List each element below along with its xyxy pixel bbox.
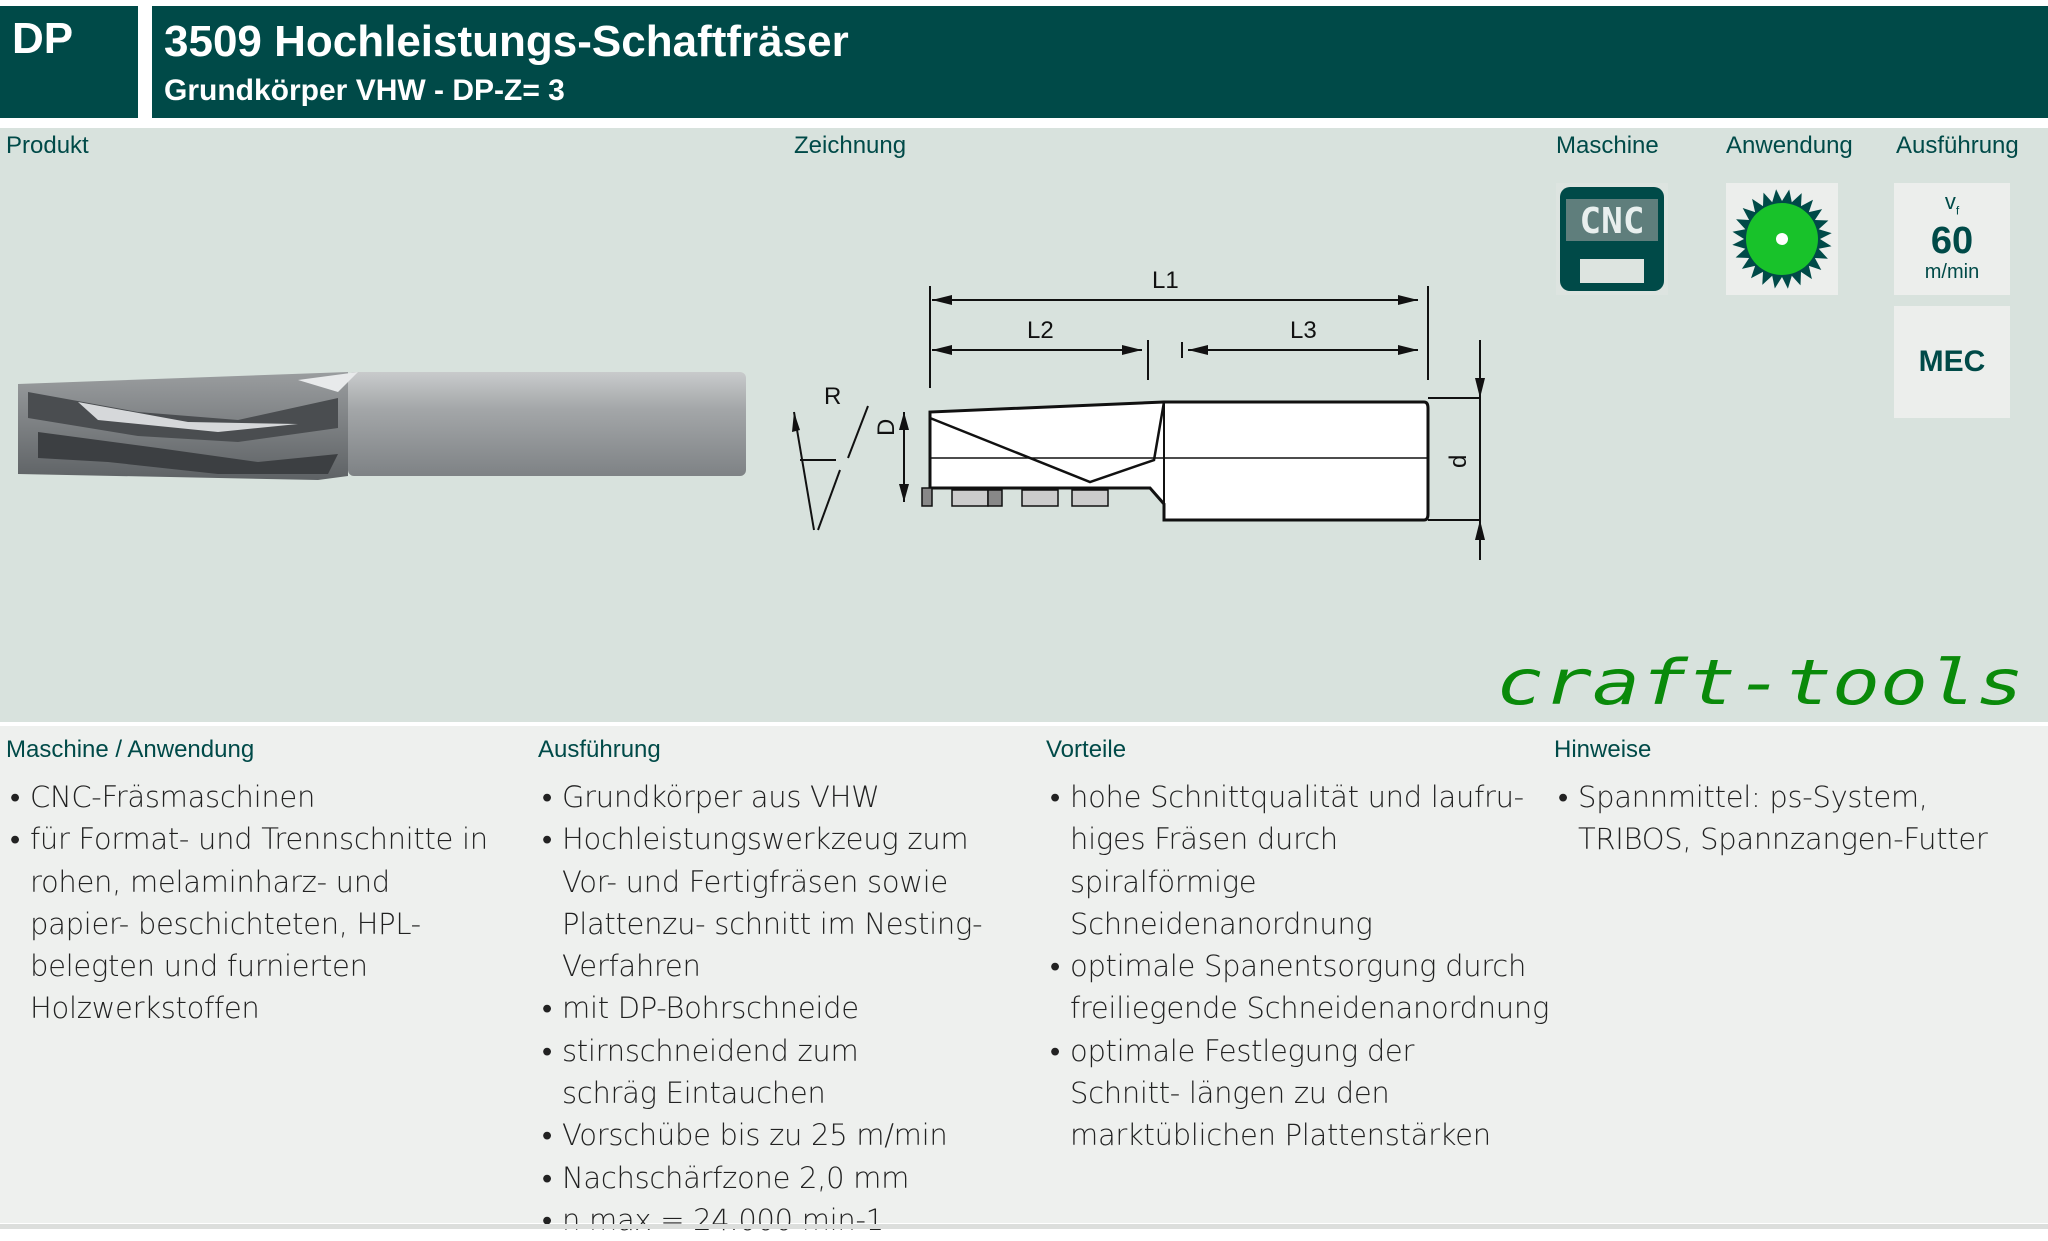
section-label-zeichnung: Zeichnung xyxy=(794,132,907,159)
product-code-badge: DP xyxy=(0,6,138,118)
section-label-produkt: Produkt xyxy=(6,132,89,159)
section-label-anwendung: Anwendung xyxy=(1726,132,1853,159)
details-panel: Maschine / Anwendung CNC-Fräsmaschinen f… xyxy=(0,726,2048,1241)
list-item: optimale Spanentsorgung durch freiliegen… xyxy=(1046,945,1550,1030)
cnc-label: CNC xyxy=(1579,201,1644,242)
technical-drawing: L1 L2 L3 R D d xyxy=(792,267,1485,560)
feed-rate-badge: vf 60 m/min xyxy=(1894,183,2010,295)
label-L3: L3 xyxy=(1290,317,1317,344)
list-item: n max = 24.000 min-1 xyxy=(538,1199,1038,1241)
list-item: stirnschneidend zum schräg Eintauchen xyxy=(538,1030,962,1115)
bottom-divider xyxy=(0,1224,2048,1229)
label-R: R xyxy=(824,383,841,410)
section-label-maschine: Maschine xyxy=(1556,132,1659,159)
vf-subscript: f xyxy=(1955,203,1960,218)
column-maschine-anwendung: Maschine / Anwendung CNC-Fräsmaschinen f… xyxy=(6,734,506,1030)
product-code: DP xyxy=(12,14,74,63)
list-item: optimale Festlegung der Schnitt- längen … xyxy=(1046,1030,1520,1157)
list-item: hohe Schnittqualität und laufru- higes F… xyxy=(1046,776,1530,945)
column-ausfuehrung: Ausführung Grundkörper aus VHW Hochleist… xyxy=(538,734,1038,1241)
header-bar: 3509 Hochleistungs-Schaftfräser Grundkör… xyxy=(152,6,2048,118)
label-D: D xyxy=(873,419,900,436)
column-hinweise: Hinweise Spannmittel: ps-System, TRIBOS,… xyxy=(1554,734,2048,861)
bullet-list: Grundkörper aus VHW Hochleistungswerkzeu… xyxy=(538,776,1038,1241)
list-item: Hochleistungswerkzeug zum Vor- und Ferti… xyxy=(538,818,1022,987)
saw-blade-icon xyxy=(1726,183,1838,295)
bullet-list: hohe Schnittqualität und laufru- higes F… xyxy=(1046,776,1549,1157)
label-d: d xyxy=(1445,455,1472,468)
cnc-machine-icon: CNC xyxy=(1556,183,1668,295)
vf-value: 60 xyxy=(1930,220,1974,263)
brand-logo: craft-tools xyxy=(1496,648,2024,714)
mec-label: MEC xyxy=(1918,345,1986,378)
list-item: Vorschübe bis zu 25 m/min xyxy=(538,1114,1038,1157)
mec-badge: MEC xyxy=(1894,306,2010,418)
list-item: mit DP-Bohrschneide xyxy=(538,987,1038,1030)
column-title: Vorteile xyxy=(1046,736,1127,763)
list-item: Nachschärfzone 2,0 mm xyxy=(538,1157,1038,1200)
brand-text: craft-tools xyxy=(1496,648,2024,714)
bullet-list: CNC-Fräsmaschinen für Format- und Trenns… xyxy=(6,776,506,1030)
label-L2: L2 xyxy=(1027,317,1054,344)
column-title: Hinweise xyxy=(1554,736,1652,763)
page-title: 3509 Hochleistungs-Schaftfräser xyxy=(164,17,849,66)
page-subtitle: Grundkörper VHW - DP-Z= 3 xyxy=(164,74,565,107)
section-label-ausfuehrung: Ausführung xyxy=(1896,132,2019,159)
product-image xyxy=(18,372,746,480)
column-title: Ausführung xyxy=(538,736,661,763)
vf-unit: m/min xyxy=(1924,261,1980,284)
list-item: Grundkörper aus VHW xyxy=(538,776,1038,819)
column-title: Maschine / Anwendung xyxy=(6,736,255,763)
label-L1: L1 xyxy=(1152,267,1179,294)
vf-symbol: v xyxy=(1944,189,1956,214)
list-item: für Format- und Trennschnitte in rohen, … xyxy=(6,818,490,1029)
column-vorteile: Vorteile hohe Schnittqualität und laufru… xyxy=(1046,734,1549,1157)
list-item: Spannmittel: ps-System, TRIBOS, Spannzan… xyxy=(1554,776,2048,861)
saw-blade-hole xyxy=(1776,233,1788,245)
bullet-list: Spannmittel: ps-System, TRIBOS, Spannzan… xyxy=(1554,776,2048,861)
list-item: CNC-Fräsmaschinen xyxy=(6,776,506,819)
